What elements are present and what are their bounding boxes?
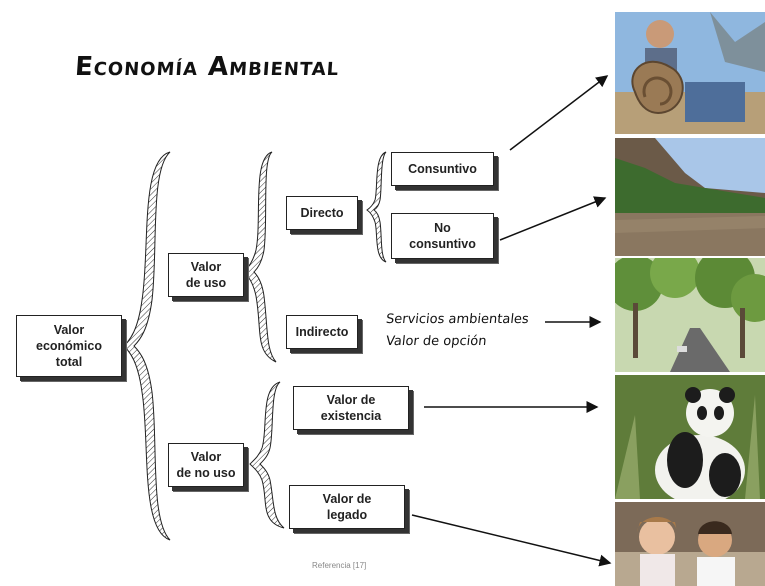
box-valor-de-no-uso: Valor de no uso [168, 443, 244, 487]
box-valor-economico-total: Valor económico total [16, 315, 122, 377]
note-servicios-ambientales: Servicios ambientales [385, 312, 530, 327]
arrow-no-consuntivo [499, 196, 607, 241]
brace-uso [243, 151, 277, 363]
box-directo: Directo [286, 196, 358, 230]
tree-lined-road-photo [615, 258, 765, 372]
box-no-consuntivo: No consuntivo [391, 213, 494, 259]
brace-no-uso [249, 381, 285, 529]
hunter-with-ram-photo [615, 12, 765, 134]
box-valor-de-existencia: Valor de existencia [293, 386, 409, 430]
children-photo [615, 502, 765, 586]
river-canyon-photo [615, 138, 765, 256]
brace-total [123, 151, 171, 541]
panda-photo [615, 375, 765, 499]
note-valor-de-opcion: Valor de opción [385, 334, 488, 349]
box-consuntivo: Consuntivo [391, 152, 494, 186]
reference-note: Referencia [17] [312, 561, 367, 570]
arrow-legado [411, 514, 612, 567]
box-valor-de-legado: Valor de legado [289, 485, 405, 529]
arrow-consuntivo [509, 75, 609, 151]
brace-directo [366, 151, 387, 263]
box-indirecto: Indirecto [286, 315, 358, 349]
box-valor-de-uso: Valor de uso [168, 253, 244, 297]
